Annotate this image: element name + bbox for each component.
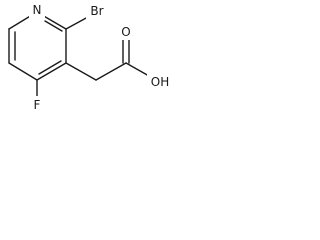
atom-labels: N Br F O OH: [29, 2, 175, 113]
structure-diagram: N Br F O OH: [8, 2, 175, 113]
atom-label-f: F: [34, 98, 41, 112]
bond-n-c2-inner: [44, 20, 63, 32]
atom-label-oh: OH: [151, 75, 169, 89]
bond-c3-c4-inner: [38, 60, 62, 75]
bond-c-oh: [125, 62, 150, 77]
substituents: [36, 16, 150, 97]
atom-label-n: N: [33, 3, 42, 17]
bond-c6-n: [8, 14, 33, 30]
bond-n-c2: [41, 14, 67, 30]
pyridine-ring: [8, 14, 67, 81]
bond-c3-c4: [36, 62, 67, 81]
bond-c2-br: [65, 16, 89, 30]
atom-label-br: Br: [90, 4, 103, 18]
bond-c3-ch2: [65, 62, 97, 81]
bond-ch2-cooh: [95, 62, 127, 81]
atom-label-o: O: [121, 25, 130, 39]
bond-c4-c5: [8, 62, 38, 81]
